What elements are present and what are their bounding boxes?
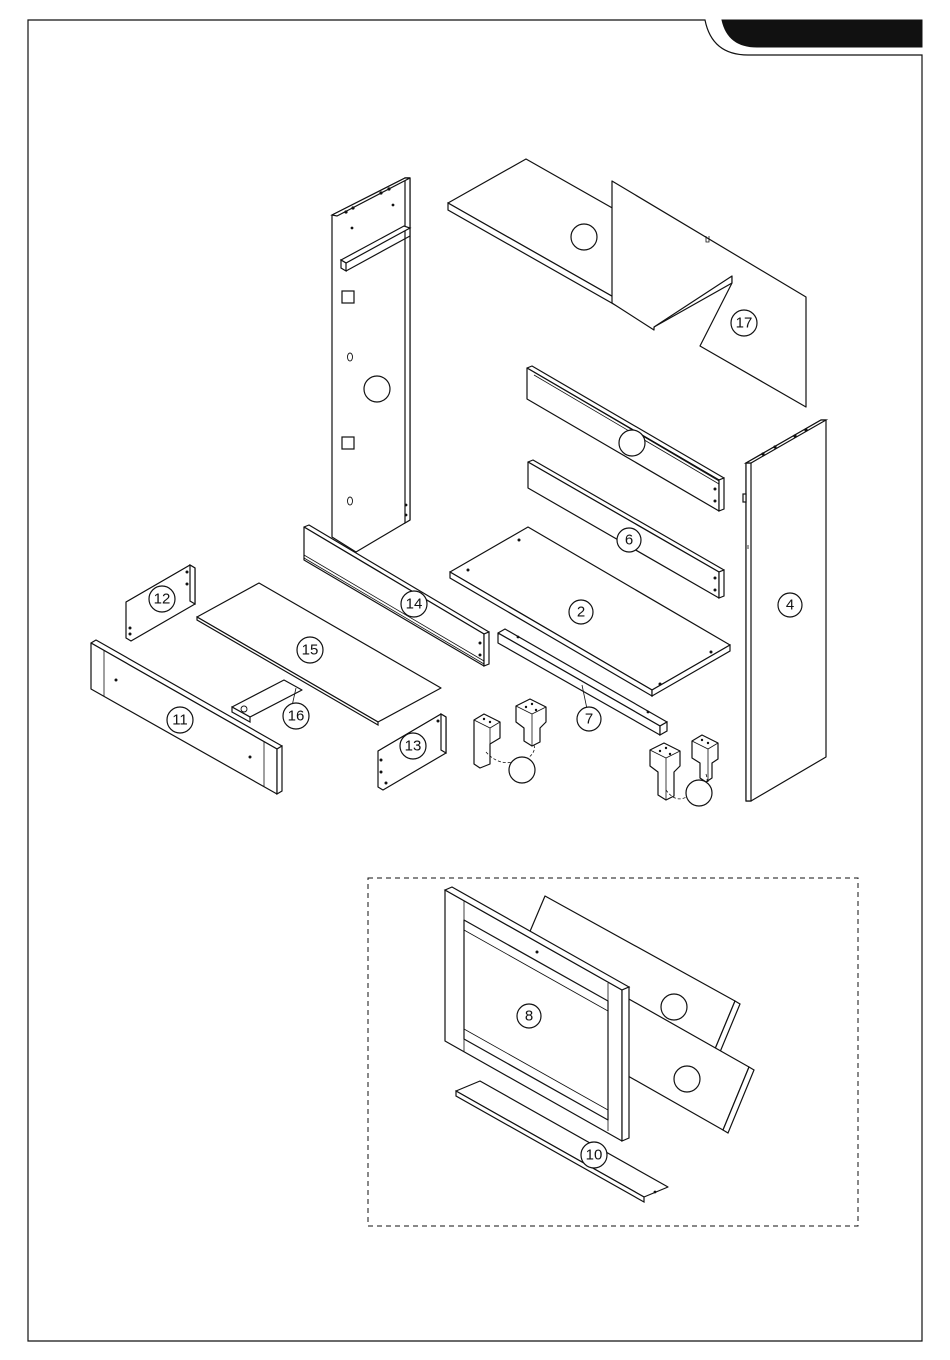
right-side-panel: 4 [743, 420, 826, 801]
svg-text:2: 2 [577, 604, 585, 621]
svg-text:11: 11 [172, 712, 188, 729]
support-16: 16 [232, 680, 309, 729]
part-badge-6: 6 [617, 528, 641, 552]
part-badge-10: 10 [581, 1142, 607, 1168]
part-badge-blank [571, 224, 597, 250]
svg-text:13: 13 [405, 738, 422, 755]
part-badge-16: 16 [283, 703, 309, 729]
part-badge-blank [661, 994, 687, 1020]
svg-text:16: 16 [288, 708, 305, 725]
part-badge-8: 8 [517, 1004, 541, 1028]
front-panel-11: 11 [91, 640, 282, 794]
svg-text:4: 4 [786, 597, 794, 614]
header-tab [722, 20, 922, 47]
part-badge-blank [674, 1066, 700, 1092]
left-side-panel [332, 178, 410, 552]
end-panel-13: 13 [378, 714, 446, 790]
part-badge-17: 17 [731, 310, 757, 336]
part-badge-13: 13 [400, 733, 426, 759]
svg-text:15: 15 [302, 642, 319, 659]
part-badge-11: 11 [167, 707, 193, 733]
part-badge-blank [509, 757, 535, 783]
part-badge-blank [686, 780, 712, 806]
part-badge-7: 7 [577, 707, 601, 731]
part-badge-12: 12 [149, 586, 175, 612]
part-badge-4: 4 [778, 593, 802, 617]
part-badge-15: 15 [297, 637, 323, 663]
svg-text:6: 6 [625, 532, 633, 549]
svg-text:17: 17 [736, 315, 753, 332]
svg-text:8: 8 [525, 1008, 533, 1025]
svg-text:7: 7 [585, 711, 593, 728]
part-badge-2: 2 [569, 600, 593, 624]
feet-left-pair [474, 699, 546, 783]
part-badge-blank [619, 430, 645, 456]
svg-text:14: 14 [406, 596, 423, 613]
part-badge-14: 14 [401, 591, 427, 617]
svg-text:10: 10 [586, 1147, 603, 1164]
end-panel-12: 12 [126, 565, 195, 641]
feet-right-pair [650, 735, 718, 806]
part-badge-blank [364, 376, 390, 402]
svg-text:12: 12 [154, 591, 171, 608]
